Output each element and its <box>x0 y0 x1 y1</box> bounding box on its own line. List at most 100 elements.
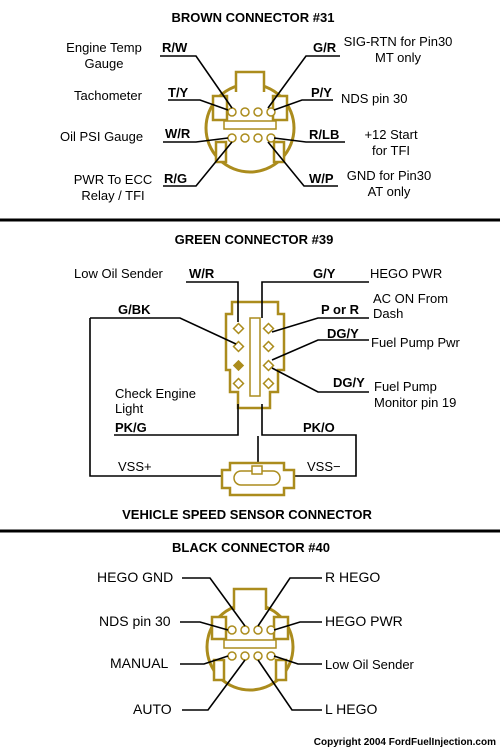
black-pin-3 <box>253 625 263 635</box>
brown-pin-1 <box>227 107 237 117</box>
code-nds: P/Y <box>311 85 332 100</box>
label-tachometer: Tachometer <box>74 88 143 103</box>
code-pko: PK/O <box>303 420 335 435</box>
black-pin-6 <box>240 651 250 661</box>
label-pwr-ecc-line1: PWR To ECC <box>74 172 153 187</box>
black-connector <box>205 587 295 692</box>
label-pwr-ecc-line2: Relay / TFI <box>81 188 144 203</box>
code-check-engine: PK/G <box>115 420 147 435</box>
label-fuel-pump-pwr: Fuel Pump Pwr <box>371 335 461 350</box>
label-low-oil-sender-green: Low Oil Sender <box>74 266 164 281</box>
label-hego-gnd: HEGO GND <box>97 569 173 585</box>
brown-wire-engine-temp <box>160 55 233 109</box>
label-nds-pin30-black: NDS pin 30 <box>99 613 171 629</box>
black-connector-key <box>232 587 268 610</box>
brown-connector-center-bar <box>223 120 277 130</box>
brown-connector-lower-left-tab <box>214 140 228 164</box>
label-vss-plus: VSS+ <box>118 459 152 474</box>
label-ac-on-line2: Dash <box>373 306 403 321</box>
label-check-engine-line2: Light <box>115 401 144 416</box>
label-auto: AUTO <box>133 701 172 717</box>
label-hego-pwr-green: HEGO PWR <box>370 266 442 281</box>
code-gnd: W/P <box>309 171 334 186</box>
vss-connector-title: VEHICLE SPEED SENSOR CONNECTOR <box>122 507 372 522</box>
brown-wire-pwr-ecc <box>163 141 233 187</box>
code-oil-psi-gauge: W/R <box>165 126 191 141</box>
code-hego-pwr-green: G/Y <box>313 266 336 281</box>
brown-connector-lower-right-tab <box>272 140 286 164</box>
black-wire-manual <box>180 655 229 665</box>
black-pin-5 <box>227 651 237 661</box>
green-wire-fuel-pump-pwr <box>271 339 369 361</box>
label-low-oil-sender-black: Low Oil Sender <box>325 657 415 672</box>
code-sig-rtn: G/R <box>313 40 337 55</box>
green-pin-7 <box>262 359 275 372</box>
black-wire-hego-gnd <box>182 577 246 627</box>
black-pin-1 <box>227 625 237 635</box>
label-gnd-line1: GND for Pin30 <box>347 168 432 183</box>
green-wire-low-oil <box>186 281 239 322</box>
code-low-oil-sender-green: W/R <box>189 266 215 281</box>
brown-pin-7 <box>253 133 263 143</box>
brown-wire-tach <box>168 99 229 111</box>
label-engine-temp-line1: Engine Temp <box>66 40 142 55</box>
black-connector-lower-right-tab <box>274 658 288 682</box>
label-fuel-pump-monitor-line2: Monitor pin 19 <box>374 395 456 410</box>
label-hego-pwr-black: HEGO PWR <box>325 613 403 629</box>
brown-connector-left-tab <box>211 94 229 122</box>
vss-connector <box>220 461 296 497</box>
brown-pin-2 <box>240 107 250 117</box>
code-pwr-ecc: R/G <box>164 171 187 186</box>
code-fuel-pump-pwr: DG/Y <box>327 326 359 341</box>
brown-wire-sig-rtn <box>267 55 340 109</box>
label-r-hego: R HEGO <box>325 569 380 585</box>
black-wire-hego-pwr <box>273 621 322 631</box>
label-engine-temp-line2: Gauge <box>84 56 123 71</box>
label-l-hego: L HEGO <box>325 701 377 717</box>
green-wire-ac-on <box>271 317 369 333</box>
label-start-line1: +12 Start <box>364 127 418 142</box>
code-start: R/LB <box>309 127 339 142</box>
copyright-notice: Copyright 2004 FordFuelInjection.com <box>314 737 496 748</box>
green-pin-1 <box>232 322 245 335</box>
label-fuel-pump-monitor-line1: Fuel Pump <box>374 379 437 394</box>
green-pin-4 <box>232 377 245 390</box>
green-wire-vss-plus <box>89 318 227 477</box>
brown-wire-oil-psi <box>163 137 229 143</box>
brown-pin-4 <box>266 107 276 117</box>
label-sig-rtn-line1: SIG-RTN for Pin30 <box>344 34 453 49</box>
black-wire-l-hego <box>257 659 322 711</box>
brown-connector <box>204 70 296 174</box>
code-ac-on: P or R <box>321 302 360 317</box>
vss-connector-key <box>251 465 263 475</box>
green-wire-hego-pwr <box>261 281 369 318</box>
label-check-engine-line1: Check Engine <box>115 386 196 401</box>
brown-wire-nds <box>273 99 333 111</box>
label-sig-rtn-line2: MT only <box>375 50 421 65</box>
green-connector-center-bar <box>249 317 261 397</box>
label-manual: MANUAL <box>110 655 169 671</box>
label-start-line2: for TFI <box>372 143 410 158</box>
green-connector-title: GREEN CONNECTOR #39 <box>175 232 334 247</box>
black-pin-4 <box>266 625 276 635</box>
black-wire-auto <box>182 659 246 711</box>
black-pin-2 <box>240 625 250 635</box>
label-ac-on-line1: AC ON From <box>373 291 448 306</box>
code-engine-temp: R/W <box>162 40 188 55</box>
black-connector-lower-left-tab <box>212 658 226 682</box>
green-pin-2 <box>232 340 245 353</box>
black-connector-center-bar <box>223 639 277 649</box>
green-wire-gbk <box>90 317 237 345</box>
code-gbk: G/BK <box>118 302 151 317</box>
green-pin-6 <box>262 340 275 353</box>
brown-pin-8 <box>266 133 276 143</box>
black-pin-8 <box>266 651 276 661</box>
black-wire-low-oil <box>273 655 322 665</box>
green-wire-fuel-pump-monitor <box>271 367 369 393</box>
label-gnd-line2: AT only <box>368 184 411 199</box>
brown-pin-3 <box>253 107 263 117</box>
brown-connector-title: BROWN CONNECTOR #31 <box>171 10 334 25</box>
green-connector <box>224 300 286 410</box>
black-wire-r-hego <box>257 577 322 627</box>
